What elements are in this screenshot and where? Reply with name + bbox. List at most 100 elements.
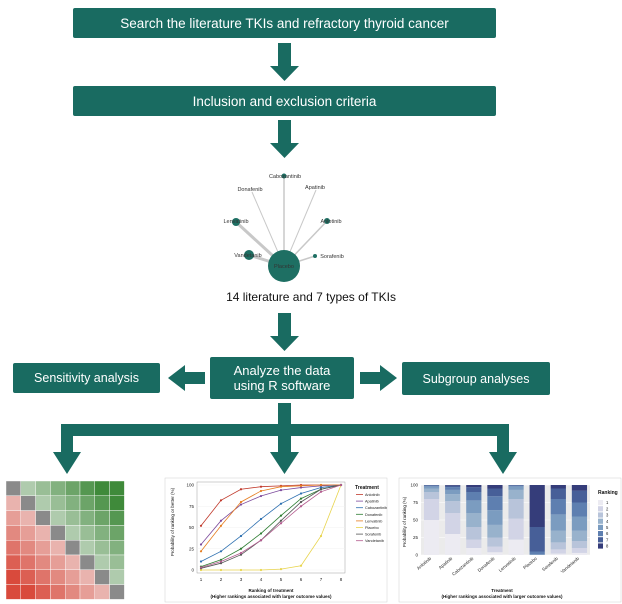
bar-segment <box>445 487 461 490</box>
heatmap-cell <box>64 569 81 585</box>
line-point <box>319 486 323 489</box>
heatmap-cell <box>109 584 125 600</box>
line-point <box>259 532 263 535</box>
line-point <box>199 550 203 553</box>
arrow-branch-mid-head <box>270 452 299 474</box>
node-placebo <box>268 250 300 282</box>
sucra-line-chart: Probability of ranking or better (%) Ran… <box>164 477 388 603</box>
heatmap-cell <box>5 569 22 585</box>
line-legend-label: Cabozantinib <box>365 506 387 510</box>
line-series <box>200 484 342 568</box>
heatmap-cell <box>35 510 51 526</box>
bar-ytick-label: 50 <box>413 518 419 523</box>
bar-segment <box>550 488 566 499</box>
heatmap-cell <box>109 480 125 497</box>
line-point <box>219 550 223 553</box>
bar-segment <box>487 488 503 497</box>
line-point <box>299 564 303 567</box>
line-point <box>219 558 223 561</box>
bar-segment <box>445 485 461 488</box>
line-series <box>200 484 342 545</box>
label-placebo: Placebo <box>274 264 294 270</box>
criteria-step-label: Inclusion and exclusion criteria <box>192 93 377 109</box>
bar-chart-ylabel: Probability of ranking (%) <box>402 496 407 547</box>
heatmap-cell <box>94 525 110 541</box>
line-legend-label: Vandetanib <box>365 539 384 543</box>
heatmap-cell <box>50 584 66 600</box>
line-point <box>219 560 223 563</box>
line-legend-label: Lenvatinib <box>365 519 382 523</box>
heatmap-cell <box>94 584 110 600</box>
line-point <box>239 503 243 506</box>
heatmap-cell <box>109 495 125 511</box>
arrow-down-3 <box>270 313 299 351</box>
line-point <box>319 490 323 493</box>
arrow-down-2 <box>270 120 299 158</box>
line-xtick-label: 3 <box>240 577 243 582</box>
heatmap-cell <box>79 569 96 585</box>
line-point <box>259 568 263 572</box>
bar-segment <box>529 527 545 552</box>
line-legend-label: Anlotinib <box>365 493 380 497</box>
bar-segment <box>423 485 440 487</box>
heatmap-cell <box>79 540 96 556</box>
bar-segment <box>487 496 503 511</box>
bar-segment <box>466 513 482 527</box>
bar-segment <box>550 542 566 550</box>
search-step-box: Search the literature TKIs and refractor… <box>73 8 496 38</box>
heatmap-cell <box>50 554 66 571</box>
heatmap-cell <box>64 480 81 497</box>
heatmap-cell <box>5 540 22 556</box>
node-vandetanib <box>244 250 254 260</box>
bar-segment <box>550 549 566 554</box>
heatmap-cell <box>109 525 125 541</box>
flow-arrows <box>53 43 517 474</box>
heatmap-cell <box>5 584 22 600</box>
bar-segment <box>571 485 588 491</box>
bar-legend-label: 4 <box>606 519 609 524</box>
heatmap-cell <box>64 510 81 526</box>
label-sorafenib: Sorafenib <box>320 254 344 260</box>
line-series <box>200 484 342 569</box>
heatmap-cell <box>20 525 36 541</box>
heatmap-cell <box>20 584 36 600</box>
bar-segment <box>445 489 461 495</box>
bar-segment <box>466 527 482 540</box>
bar-segment <box>571 552 588 555</box>
bar-segment <box>423 520 440 555</box>
line-ytick-label: 0 <box>191 568 194 573</box>
bar-segment <box>445 513 461 534</box>
heatmap-cell <box>20 569 36 585</box>
heatmap-cell <box>79 554 96 571</box>
heatmap-cell <box>79 584 96 600</box>
heatmap-cell <box>20 495 36 511</box>
bar-segment <box>487 546 503 553</box>
network-caption: 14 literature and 7 types of TKIs <box>226 290 396 304</box>
line-chart-ylabel: Probability of ranking or better (%) <box>170 487 175 556</box>
bar-legend-label: 7 <box>606 537 609 542</box>
bar-segment <box>550 499 566 515</box>
line-point <box>199 568 203 572</box>
line-series <box>200 484 342 567</box>
bar-legend-swatch <box>598 500 603 506</box>
bar-legend-swatch <box>598 518 603 524</box>
line-point <box>319 483 323 487</box>
analyze-step-line2: using R software <box>233 378 331 393</box>
line-xtick-label: 2 <box>220 577 223 582</box>
heatmap-cell <box>20 540 36 556</box>
bar-segment <box>508 485 524 486</box>
line-point <box>299 492 303 495</box>
line-point <box>279 502 283 505</box>
bar-ytick-label: 0 <box>415 553 418 558</box>
line-series <box>200 484 341 552</box>
bar-legend-swatch <box>598 512 603 518</box>
bar-segment <box>423 485 440 486</box>
bar-segment <box>487 537 503 547</box>
arrow-branch-left-stem <box>61 430 73 454</box>
line-point <box>299 497 303 500</box>
label-vandetanib: Vandetanib <box>234 253 261 259</box>
line-point <box>199 566 203 569</box>
label-apatinib: Apatinib <box>305 185 325 191</box>
line-point <box>239 568 243 572</box>
